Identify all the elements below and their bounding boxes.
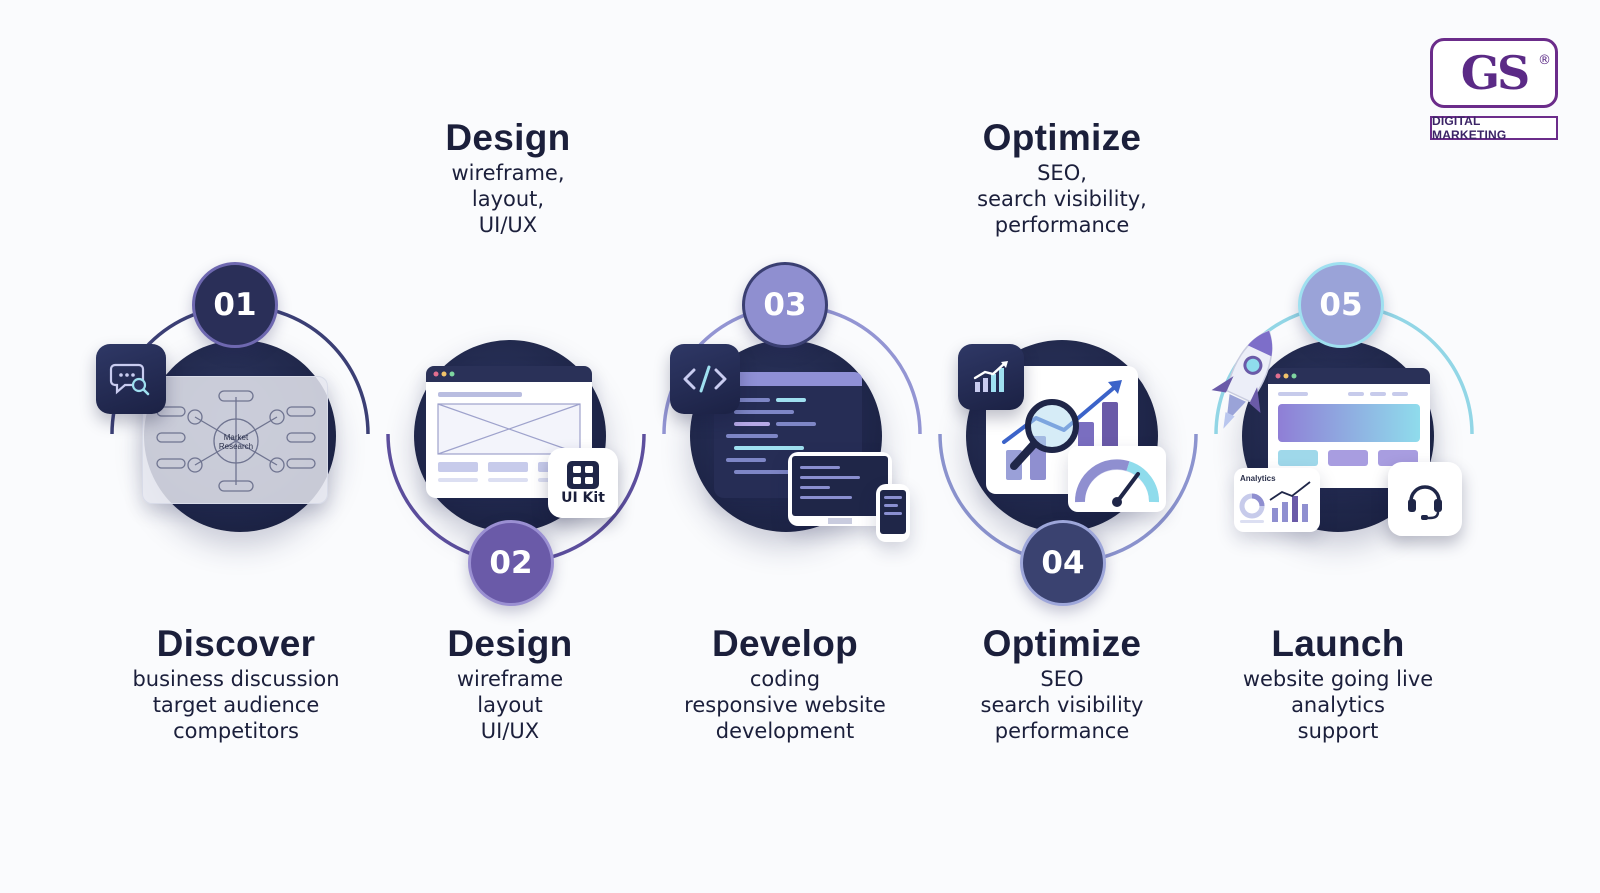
- code-editor-graphic: [714, 372, 862, 474]
- growth-chart-icon: [958, 344, 1024, 410]
- step-4-number-badge: 04: [1020, 520, 1106, 606]
- rocket-icon: [1206, 318, 1288, 440]
- step-title: Launch: [1271, 623, 1405, 664]
- step-title: Discover: [156, 623, 316, 664]
- wireframe-browser-graphic: [426, 366, 592, 482]
- headset-icon: [1388, 462, 1462, 536]
- top-label-line: search visibility,: [977, 187, 1147, 211]
- growth-chart-glyph: [973, 361, 1008, 392]
- chat-search-icon: [96, 344, 166, 414]
- step-title: Optimize: [982, 623, 1142, 664]
- website-dashboard-icon: [1268, 368, 1430, 488]
- website-dashboard-graphic: [1268, 368, 1430, 466]
- top-label-optimize: Optimize SEO, search visibility, perform…: [932, 116, 1192, 238]
- top-label-line: performance: [994, 213, 1130, 237]
- wireframe-browser-icon: [426, 366, 592, 498]
- top-label-title: Optimize: [982, 117, 1142, 158]
- step-line: UI/UX: [480, 719, 540, 743]
- step-line: support: [1297, 719, 1379, 743]
- top-label-line: SEO,: [1037, 161, 1087, 185]
- mind-map-icon: Market Research: [142, 376, 328, 504]
- step-line: target audience: [152, 693, 320, 717]
- step-line: responsive website: [684, 693, 886, 717]
- step-title: Design: [447, 623, 573, 664]
- step-5-number-badge: 05: [1298, 262, 1384, 348]
- step-line: development: [715, 719, 855, 743]
- top-label-design: Design wireframe, layout, UI/UX: [378, 116, 638, 238]
- step-1-number-badge: 01: [192, 262, 278, 348]
- analytics-card-label: Analytics: [1240, 474, 1276, 483]
- top-label-title: Design: [445, 117, 571, 158]
- step-line: business discussion: [132, 667, 340, 691]
- step-2-label: Design wireframe layout UI/UX: [380, 622, 640, 744]
- step-title: Develop: [711, 623, 859, 664]
- step-line: website going live: [1242, 667, 1434, 691]
- step-line: competitors: [173, 719, 299, 743]
- speed-gauge-graphic: [1074, 459, 1160, 507]
- monitor-graphic: [792, 456, 888, 524]
- ui-kit-icon: UI Kit: [548, 448, 618, 518]
- analytics-card-icon: Analytics: [1234, 468, 1320, 532]
- code-icon: [670, 344, 740, 414]
- logo-tagline: DIGITAL MARKETING: [1430, 114, 1558, 142]
- step-line: performance: [994, 719, 1130, 743]
- top-label-line: wireframe,: [451, 161, 565, 185]
- step-3-label: Develop coding responsive website develo…: [655, 622, 915, 744]
- ui-kit-label: UI Kit: [561, 490, 605, 506]
- step-line: analytics: [1291, 693, 1385, 717]
- ui-kit-glyph: [567, 461, 599, 489]
- step-2-number-badge: 02: [468, 520, 554, 606]
- step-line: coding: [749, 667, 821, 691]
- top-label-line: UI/UX: [478, 213, 538, 237]
- step-line: wireframe: [456, 667, 564, 691]
- phone-graphic: [880, 490, 906, 534]
- monitor-icon: [788, 452, 892, 526]
- mind-map-label: Market Research: [218, 433, 254, 451]
- code-glyph: [683, 365, 727, 393]
- step-line: layout: [477, 693, 543, 717]
- step-line: SEO: [1040, 667, 1084, 691]
- step-5-label: Launch website going live analytics supp…: [1208, 622, 1468, 744]
- step-4-label: Optimize SEO search visibility performan…: [932, 622, 1192, 744]
- logo-letters: GS: [1460, 46, 1530, 100]
- headset-glyph: [1408, 485, 1442, 520]
- step-line: search visibility: [980, 693, 1144, 717]
- magnifier-chart-graphic: [1002, 380, 1122, 480]
- phone-icon: [876, 484, 910, 542]
- mind-map-graphic: [156, 390, 316, 492]
- step-3-number-badge: 03: [742, 262, 828, 348]
- brand-logo: GS ® DIGITAL MARKETING: [1428, 38, 1562, 142]
- chat-search-glyph: [109, 363, 150, 396]
- speed-gauge-icon: [1068, 446, 1166, 512]
- step-1-label: Discover business discussion target audi…: [106, 622, 366, 744]
- rocket-graphic: [1211, 329, 1273, 429]
- logo-badge: GS ®: [1430, 38, 1558, 108]
- analytics-card-graphic: [1239, 481, 1311, 523]
- registered-mark: ®: [1538, 53, 1551, 68]
- top-label-line: layout,: [471, 187, 545, 211]
